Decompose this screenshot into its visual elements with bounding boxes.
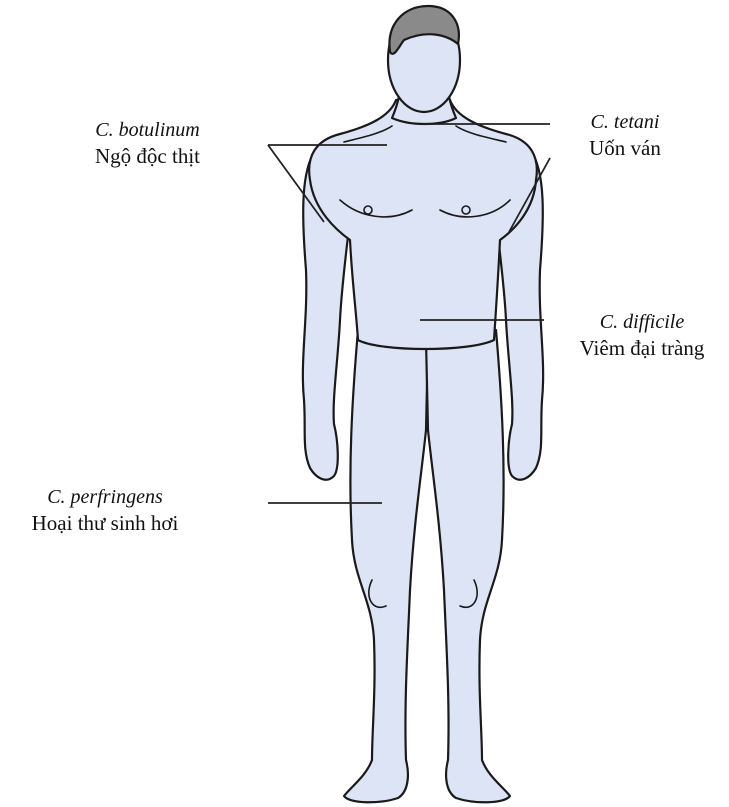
disease-name: Ngộ độc thịt [60,143,235,169]
label-c-botulinum: C. botulinum Ngộ độc thịt [60,118,235,169]
species-name: C. botulinum [60,118,235,143]
label-c-tetani: C. tetani Uốn ván [560,110,690,161]
species-name: C. perfringens [0,485,210,510]
label-c-difficile: C. difficile Viêm đại tràng [552,310,729,361]
right-leg [426,330,510,802]
label-c-perfringens: C. perfringens Hoại thư sinh hơi [0,485,210,536]
disease-name: Viêm đại tràng [552,335,729,361]
body-figure [303,6,543,802]
left-leg [344,330,428,802]
species-name: C. difficile [552,310,729,335]
disease-name: Uốn ván [560,135,690,161]
torso [309,100,537,349]
disease-name: Hoại thư sinh hơi [0,510,210,536]
species-name: C. tetani [560,110,690,135]
